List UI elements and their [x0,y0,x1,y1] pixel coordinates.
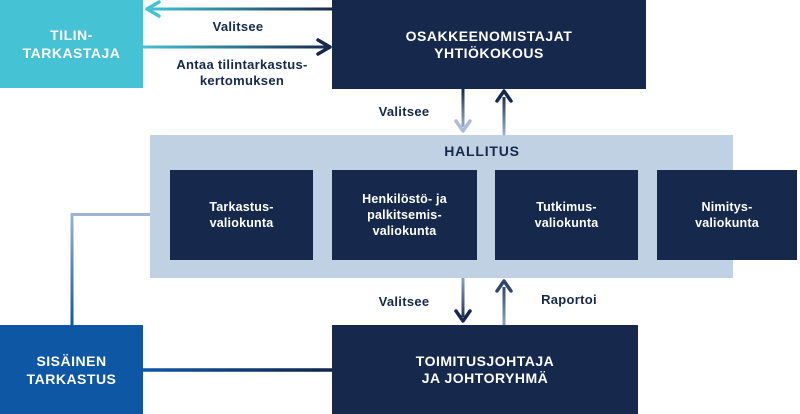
auditor-box: TILIN- TARKASTAJA [0,0,143,88]
arrowhead-right-icon [316,38,332,56]
ceo-management-box: TOIMITUSJOHTAJA JA JOHTORYHMÄ [332,325,638,414]
nomination-committee-box: Nimitys- valiokunta [657,170,797,260]
ceo-label-line1: TOIMITUSJOHTAJA [415,352,555,369]
board-title: HALLITUS [444,143,520,159]
arrowhead-up-icon [495,89,513,103]
committee-label-line: palkitsemis- [367,208,442,222]
committee-label-line: valiokunta [695,216,759,230]
label-gives-audit-report-line1: Antaa tilintarkastus- [176,57,308,72]
arrow-ceo-reports-to-board [495,279,513,325]
shareholders-label-line1: OSAKKEENOMISTAJAT [405,27,573,44]
shareholders-meeting-box: OSAKKEENOMISTAJAT YHTIÖKOKOUS [332,0,646,89]
label-selects-board: Valitsee [378,104,430,119]
label-selects-auditor: Valitsee [212,19,264,34]
committee-label-line: valiokunta [209,216,274,230]
arrowhead-up-icon [495,279,513,293]
internal-audit-label-line2: TARKASTUS [26,370,117,387]
committee-label-line: valiokunta [372,224,437,238]
arrowhead-down-icon [454,309,472,323]
auditor-label-line1: TILIN- [50,27,93,43]
label-selects-ceo: Valitsee [378,294,430,309]
arrowhead-left-icon [145,0,161,18]
committee-label-line: valiokunta [534,216,599,230]
arrow-shareholders-selects-auditor [145,0,333,18]
internal-audit-label-line1: SISÄINEN [36,352,107,369]
arrow-board-selects-ceo [454,278,472,323]
arrow-auditor-gives-report [143,38,332,56]
shareholders-label-line2: YHTIÖKOKOUS [434,44,544,61]
arrow-board-to-shareholders [495,89,513,135]
label-reports-to-board: Raportoi [541,292,597,307]
audit-committee-box: Tarkastus- valiokunta [170,170,313,260]
label-gives-audit-report-line2: kertomuksen [199,73,285,88]
committee-label-line: Tarkastus- [209,200,274,214]
committee-label-line: Henkilöstö- ja [362,192,447,206]
ceo-label-line2: JA JOHTORYHMÄ [421,369,549,386]
arrowhead-down-icon [454,119,472,133]
committee-label-line: Tutkimus- [536,200,597,214]
research-committee-box: Tutkimus- valiokunta [495,170,638,260]
auditor-label-line2: TARKASTAJA [22,45,121,61]
label-gives-audit-report: Antaa tilintarkastus- kertomuksen [176,57,307,89]
internal-audit-box: SISÄINEN TARKASTUS [0,325,143,414]
committee-label-line: Nimitys- [701,200,753,214]
personnel-remuneration-committee-box: Henkilöstö- ja palkitsemis- valiokunta [332,170,477,260]
arrow-shareholders-selects-board [454,89,472,133]
